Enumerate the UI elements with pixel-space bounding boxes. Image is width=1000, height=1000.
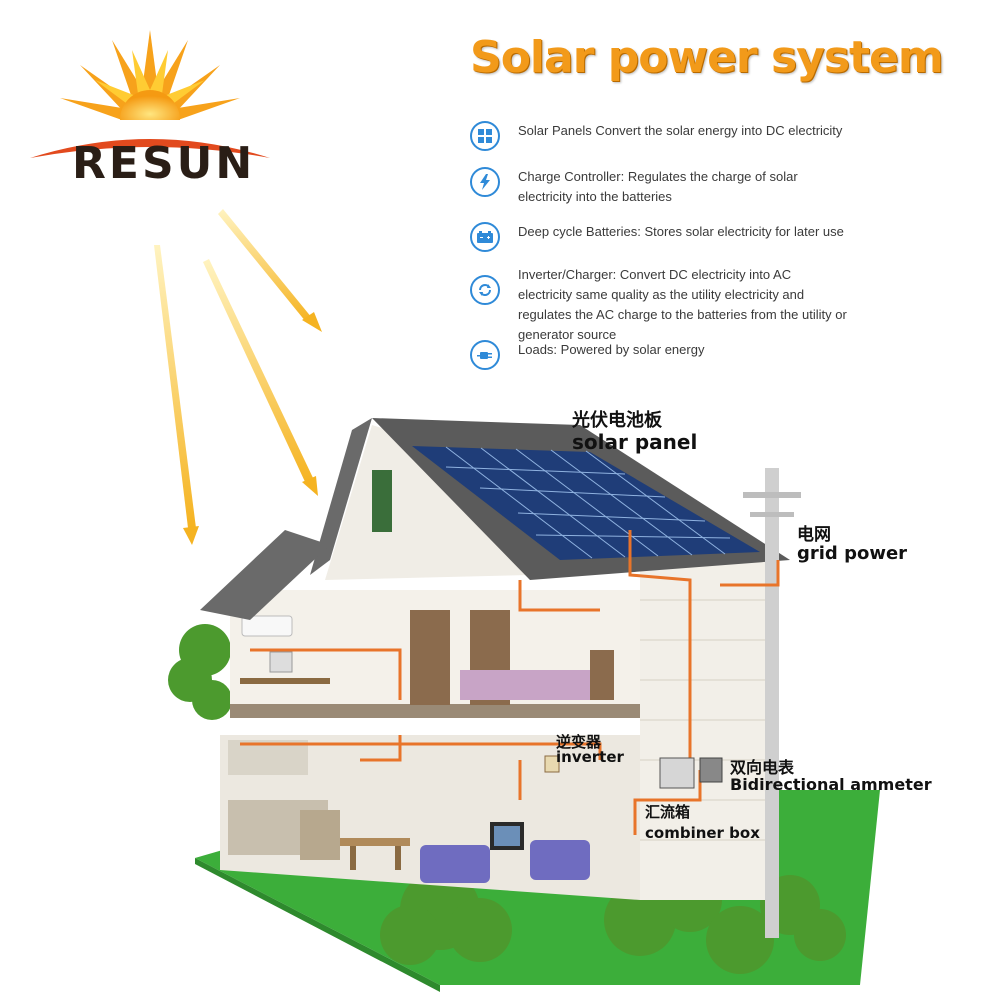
inverter-label-en: inverter [556, 748, 624, 766]
combiner-box-shape [659, 757, 695, 789]
ammeter-label-en: Bidirectional ammeter [730, 775, 932, 794]
combiner-box-label-en: combiner box [645, 824, 760, 842]
combiner-box-label-cn: 汇流箱 [645, 803, 691, 821]
brand-logo: RESUN [72, 138, 256, 189]
cycle-arrows-icon [470, 275, 500, 305]
feature-text: Inverter/Charger: Convert DC electricity… [518, 267, 847, 342]
feature-text: Solar Panels Convert the solar energy in… [518, 123, 843, 138]
gable [325, 425, 530, 580]
solar-panel-icon [470, 121, 500, 151]
shrubs [168, 624, 846, 974]
feature-solar-panels: Solar Panels Convert the solar energy in… [470, 121, 848, 151]
grid-power-label-en: grid power [797, 543, 908, 564]
solar-panel-array-icon [412, 446, 760, 560]
battery-icon [470, 222, 500, 252]
lightning-icon [470, 167, 500, 197]
wiring [240, 530, 780, 835]
inverter-label-cn: 逆变器 [556, 733, 602, 751]
feature-text: Deep cycle Batteries: Stores solar elect… [518, 224, 844, 239]
feature-inverter-charger: Inverter/Charger: Convert DC electricity… [470, 265, 848, 345]
sun-ray-arrows-icon [154, 209, 322, 545]
feature-batteries: Deep cycle Batteries: Stores solar elect… [470, 222, 848, 252]
feature-charge-controller: Charge Controller: Regulates the charge … [470, 167, 848, 207]
page-title: Solar power system [470, 32, 944, 83]
ammeter-label-cn: 双向电表 [730, 758, 795, 777]
feature-text: Loads: Powered by solar energy [518, 342, 705, 357]
plug-icon [470, 340, 500, 370]
grid-power-label-cn: 电网 [797, 525, 831, 545]
feature-text: Charge Controller: Regulates the charge … [518, 169, 798, 204]
feature-loads: Loads: Powered by solar energy [470, 340, 848, 370]
solar-panel-label-cn: 光伏电池板 [572, 410, 662, 431]
ammeter-box [699, 757, 723, 783]
side-wall [640, 560, 770, 900]
sun-logo-icon [30, 30, 270, 158]
solar-panel-label-en: solar panel [572, 430, 698, 454]
